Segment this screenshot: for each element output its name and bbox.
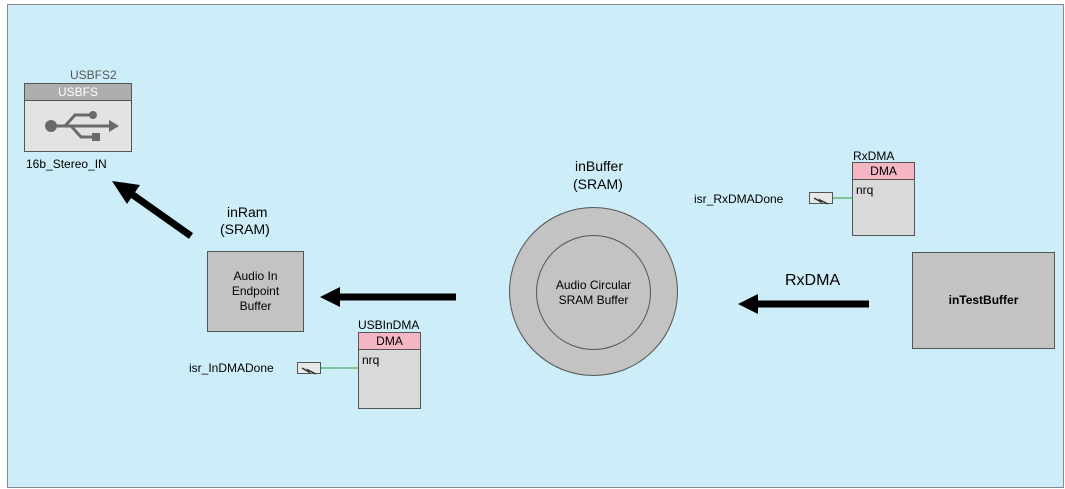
interrupt-bolt-icon — [813, 197, 829, 205]
usbindma-component[interactable]: DMA nrq — [358, 332, 421, 409]
usbfs-endpoint-label: 16b_Stereo_IN — [26, 157, 107, 171]
inbuffer-kind-label: (SRAM) — [573, 176, 623, 192]
inram-name-label: inRam — [227, 204, 268, 220]
intestbuffer-block[interactable]: inTestBuffer — [912, 252, 1055, 349]
inbuffer-name-label: inBuffer — [575, 158, 623, 174]
audio-in-endpoint-buffer[interactable]: Audio In Endpoint Buffer — [207, 251, 304, 332]
intestbuffer-label: inTestBuffer — [948, 293, 1019, 307]
usbindma-type-label: DMA — [359, 333, 420, 350]
rxdma-nrq-pin: nrq — [856, 183, 874, 197]
interrupt-bolt-icon — [301, 367, 317, 375]
usbindma-instance-label: USBInDMA — [358, 318, 420, 332]
inbuffer-circle-line-1: Audio Circular — [555, 277, 632, 292]
isr-indmadone-icon[interactable] — [297, 362, 321, 375]
usbindma-nrq-pin: nrq — [362, 353, 380, 367]
isr-rxdmadone-label: isr_RxDMADone — [694, 192, 784, 206]
usb-icon — [45, 111, 119, 141]
rxdma-arrow-label: RxDMA — [785, 272, 841, 289]
inbuffer-inner-circle: Audio Circular SRAM Buffer — [536, 235, 651, 350]
rxdma-type-label: DMA — [853, 163, 914, 180]
audio-circular-sram-buffer[interactable]: Audio Circular SRAM Buffer — [509, 207, 678, 376]
inram-box-line-1: Audio In — [233, 269, 278, 283]
inbuffer-circle-line-2: SRAM Buffer — [558, 292, 629, 307]
inram-kind-label: (SRAM) — [220, 221, 270, 237]
inram-box-line-2: Endpoint — [231, 284, 280, 298]
inram-box-line-3: Buffer — [239, 299, 272, 313]
isr-rxdmadone-icon[interactable] — [809, 192, 833, 205]
usbfs-type-label: USBFS — [25, 84, 131, 101]
rxdma-component[interactable]: DMA nrq — [852, 162, 915, 236]
usbfs-component[interactable]: USBFS — [24, 83, 132, 152]
usbfs-instance-label: USBFS2 — [70, 68, 117, 82]
rxdma-instance-label: RxDMA — [853, 149, 895, 163]
isr-indmadone-label: isr_InDMADone — [189, 361, 274, 375]
